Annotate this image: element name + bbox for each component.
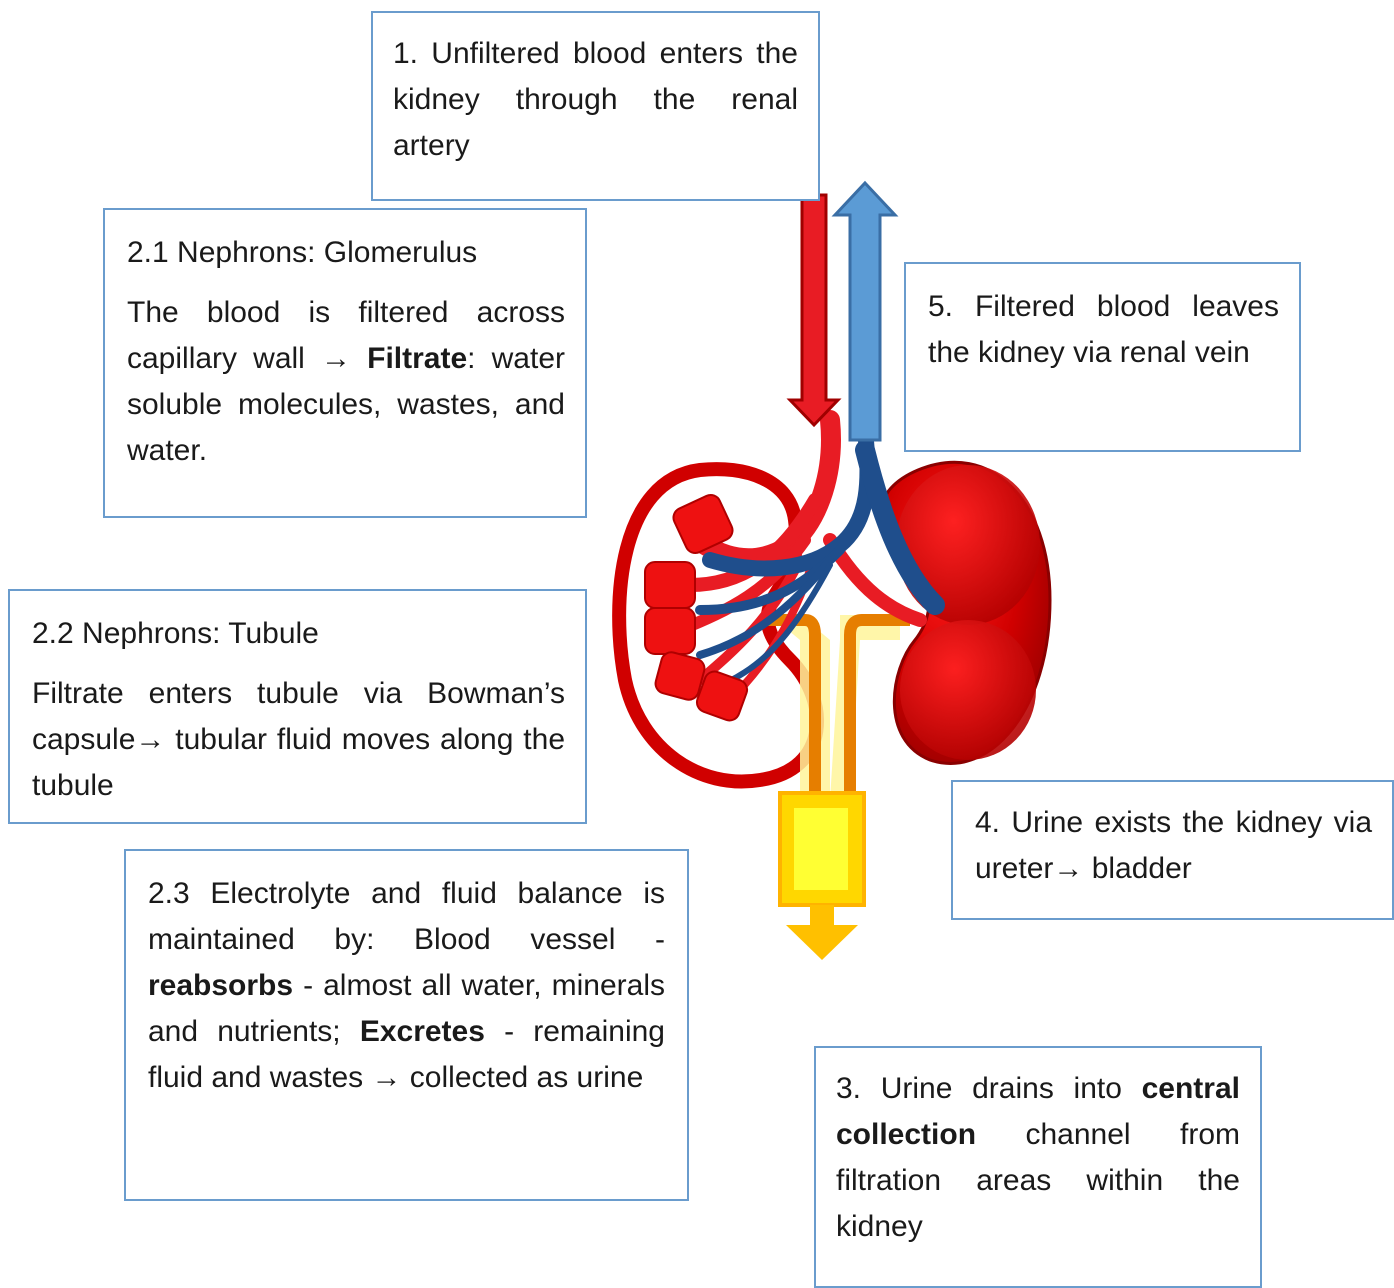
step-2-2-box: 2.2 Nephrons: Tubule Filtrate enters tub… [8, 589, 587, 824]
reabsorbs-term: reabsorbs [148, 969, 293, 1002]
bladder-outlet [780, 793, 864, 960]
step-4-text: 4. Urine exists the kidney via ureter→ b… [975, 800, 1372, 892]
step-1-box: 1. Unfiltered blood enters the kidney th… [371, 11, 820, 201]
artery-in-arrow [790, 195, 838, 425]
step-1-text: 1. Unfiltered blood enters the kidney th… [393, 31, 798, 169]
step-3-box: 3. Urine drains into central collection … [814, 1046, 1262, 1288]
arrow-icon: → [135, 723, 165, 756]
step-3-text: 3. Urine drains into central collection … [836, 1066, 1240, 1250]
step-4-box: 4. Urine exists the kidney via ureter→ b… [951, 780, 1394, 920]
step-2-3-box: 2.3 Electrolyte and fluid balance is mai… [124, 849, 689, 1201]
step-5-text: 5. Filtered blood leaves the kidney via … [928, 284, 1279, 376]
vein-out-arrow [835, 183, 895, 440]
step-5-box: 5. Filtered blood leaves the kidney via … [904, 262, 1301, 452]
filtrate-term: Filtrate [367, 342, 467, 375]
step-2-1-title: 2.1 Nephrons: Glomerulus [127, 230, 565, 276]
step-2-1-text: The blood is filtered across capillary w… [127, 290, 565, 474]
excretes-term: Excretes [360, 1015, 485, 1048]
step-2-3-text: 2.3 Electrolyte and fluid balance is mai… [148, 871, 665, 1101]
step-2-2-text: Filtrate enters tubule via Bowman’s caps… [32, 671, 565, 809]
step-2-1-box: 2.1 Nephrons: Glomerulus The blood is fi… [103, 208, 587, 518]
arrow-icon: → [1053, 852, 1083, 885]
step-2-2-title: 2.2 Nephrons: Tubule [32, 611, 565, 657]
arrow-icon: → [321, 342, 351, 375]
arrow-icon: → [371, 1061, 401, 1094]
